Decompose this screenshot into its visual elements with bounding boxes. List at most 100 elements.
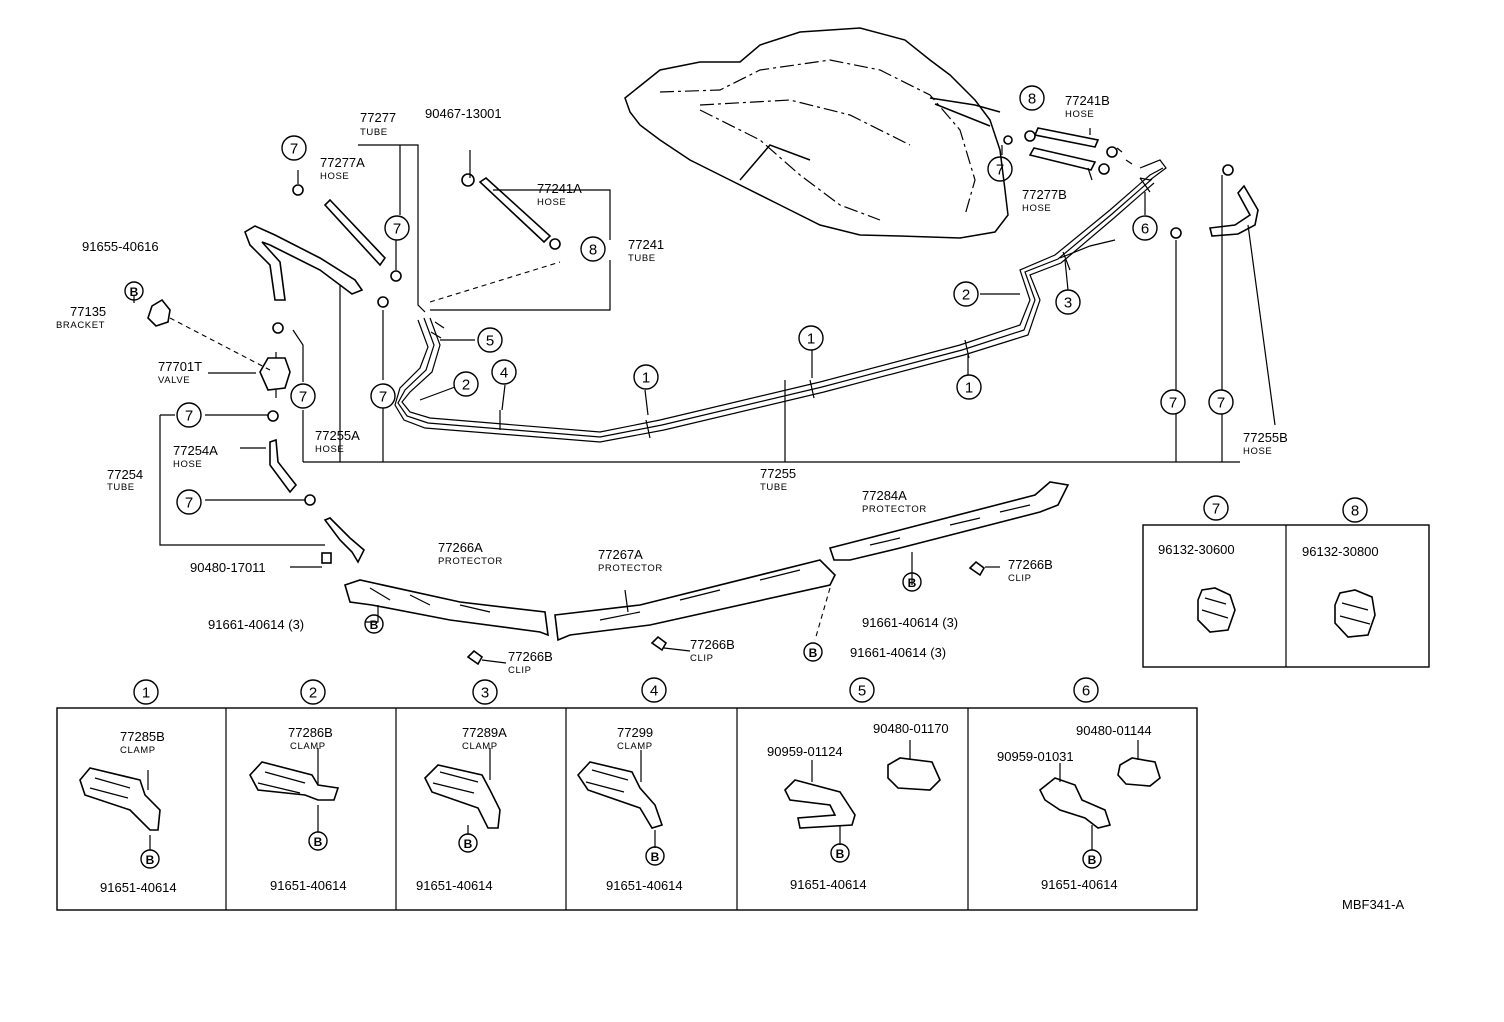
panel-6-extra: 90480-01144 xyxy=(1076,723,1152,738)
callout-circles: 7 7 7 7 7 7 7 7 7 8 8 1 1 1 2 2 3 4 5 6 xyxy=(176,85,1234,515)
label-77266A-type: PROTECTOR xyxy=(438,556,503,567)
svg-text:8: 8 xyxy=(1028,91,1036,108)
label-77267A-type: PROTECTOR xyxy=(598,563,663,574)
callout-6-a: 6 xyxy=(1132,215,1158,241)
svg-text:1: 1 xyxy=(642,370,650,387)
svg-text:5: 5 xyxy=(486,333,494,350)
label-91655-40616: 91655-40616 xyxy=(82,239,159,254)
label-77266B-b: 77266B xyxy=(690,637,735,652)
label-77277B: 77277B xyxy=(1022,187,1067,202)
svg-text:2: 2 xyxy=(462,377,470,394)
svg-text:3: 3 xyxy=(1064,295,1072,312)
svg-text:B: B xyxy=(1088,853,1097,867)
label-77277-type: TUBE xyxy=(360,127,388,138)
panel-5-part: 90959-01124 xyxy=(767,744,843,759)
protectors xyxy=(344,481,1070,666)
callout-2-a: 2 xyxy=(453,371,479,397)
svg-text:2: 2 xyxy=(962,287,970,304)
callout-8-b: 8 xyxy=(580,236,606,262)
label-77267A: 77267A xyxy=(598,547,643,562)
detail-panels xyxy=(56,707,1198,911)
panel-6-part: 90959-01031 xyxy=(997,749,1074,764)
svg-text:7: 7 xyxy=(1212,501,1220,518)
label-77241B: 77241B xyxy=(1065,93,1110,108)
label-77277: 77277 xyxy=(360,110,396,125)
label-90480-17011: 90480-17011 xyxy=(190,560,266,575)
panel-5-callout: 5 xyxy=(849,677,875,703)
label-77241A: 77241A xyxy=(537,181,582,196)
svg-text:6: 6 xyxy=(1082,683,1090,700)
svg-text:2: 2 xyxy=(309,685,317,702)
label-77255B-type: HOSE xyxy=(1243,446,1272,457)
bolt-mark-panel-4: B xyxy=(645,846,665,866)
clip-box-7-part: 96132-30600 xyxy=(1158,542,1235,557)
label-77701T: 77701T xyxy=(158,359,202,374)
callout-7-g: 7 xyxy=(987,156,1013,182)
clip-box-labels: 7 8 96132-30600 96132-30800 xyxy=(1158,495,1379,559)
callout-2-b: 2 xyxy=(953,281,979,307)
callout-3-a: 3 xyxy=(1055,289,1081,315)
panel-2-callout: 2 xyxy=(300,679,326,705)
panel-2-part-label: CLAMP xyxy=(290,741,326,752)
main-tube-bundle xyxy=(394,167,1164,443)
callout-1-a: 1 xyxy=(633,364,659,390)
bolt-mark-bracket: B xyxy=(124,281,144,301)
callout-1-c: 1 xyxy=(956,374,982,400)
callout-8-a: 8 xyxy=(1019,85,1045,111)
callout-7-f: 7 xyxy=(176,489,202,515)
svg-text:8: 8 xyxy=(1351,503,1359,520)
svg-text:B: B xyxy=(464,837,473,851)
callout-7-i: 7 xyxy=(1208,389,1234,415)
bolt-mark-panel-1: B xyxy=(140,849,160,869)
svg-text:7: 7 xyxy=(185,495,193,512)
clip-box-8-part: 96132-30800 xyxy=(1302,544,1379,559)
bolt-mark-panel-3: B xyxy=(458,833,478,853)
panel-4-callout: 4 xyxy=(641,677,667,703)
label-77277A: 77277A xyxy=(320,155,365,170)
svg-text:7: 7 xyxy=(290,141,298,158)
label-77701T-type: VALVE xyxy=(158,375,190,386)
label-91661-40614-b: 91661-40614 (3) xyxy=(862,615,958,630)
callout-1-b: 1 xyxy=(798,325,824,351)
clip-detail-boxes xyxy=(1142,524,1430,668)
label-77254-type: TUBE xyxy=(107,482,135,493)
callout-4-a: 4 xyxy=(491,359,517,385)
label-77266B-a-type: CLIP xyxy=(1008,573,1032,584)
label-77255B: 77255B xyxy=(1243,430,1288,445)
label-77284A-type: PROTECTOR xyxy=(862,504,927,515)
svg-text:5: 5 xyxy=(858,683,866,700)
panel-3-callout: 3 xyxy=(472,679,498,705)
panel-5-extra: 90480-01170 xyxy=(873,721,949,736)
svg-text:7: 7 xyxy=(1169,395,1177,412)
svg-text:8: 8 xyxy=(589,242,597,259)
svg-text:B: B xyxy=(130,285,139,299)
svg-text:4: 4 xyxy=(500,365,508,382)
label-77241A-type: HOSE xyxy=(537,197,566,208)
bolt-mark-clip: B xyxy=(363,617,372,631)
panel-4-part-label: CLAMP xyxy=(617,741,653,752)
part-labels: 77277 TUBE 77277A HOSE 90467-13001 77241… xyxy=(56,93,1288,676)
svg-text:7: 7 xyxy=(379,389,387,406)
label-91661-40614-c: 91661-40614 (3) xyxy=(850,645,946,660)
callout-7-c: 7 xyxy=(370,383,396,409)
label-77266B-c: 77266B xyxy=(508,649,553,664)
panel-3-part: 77289A xyxy=(462,725,507,740)
label-77135-type: BRACKET xyxy=(56,320,105,331)
svg-text:3: 3 xyxy=(481,685,489,702)
fuel-tank-outline xyxy=(624,27,1009,239)
bolt-mark-protector-c: B xyxy=(803,642,823,662)
diagram-code: MBF341-A xyxy=(1342,897,1404,912)
panel-2-part: 77286B xyxy=(288,725,333,740)
label-77241: 77241 xyxy=(628,237,664,252)
bolt-marks: B B B B B B B B B B B xyxy=(124,281,1102,869)
label-77266B-c-type: CLIP xyxy=(508,665,532,676)
callout-7-e: 7 xyxy=(176,402,202,428)
svg-text:B: B xyxy=(651,850,660,864)
svg-text:1: 1 xyxy=(142,685,150,702)
leader-lines xyxy=(133,128,1276,664)
panel-6-callout: 6 xyxy=(1073,677,1099,703)
label-77284A: 77284A xyxy=(862,488,907,503)
panel-1-callout: 1 xyxy=(133,679,159,705)
label-77254A-type: HOSE xyxy=(173,459,202,470)
